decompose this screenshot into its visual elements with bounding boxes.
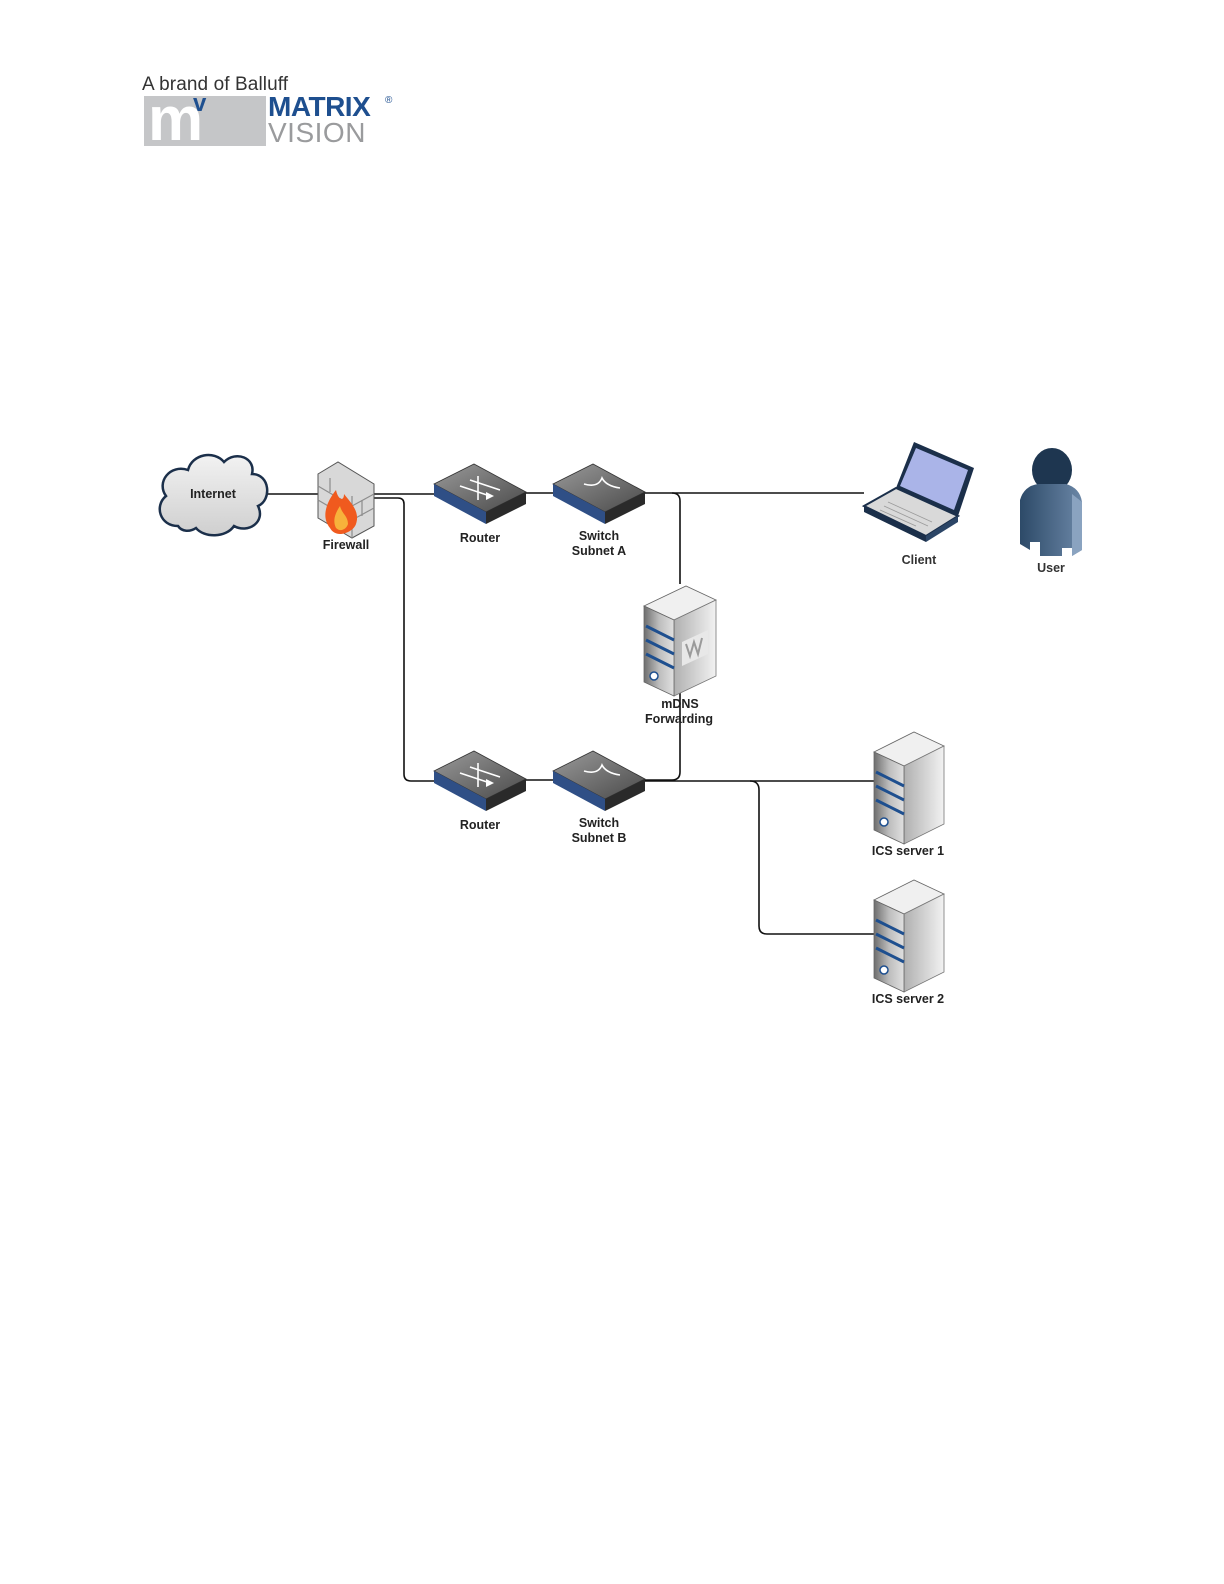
switch-b-label-line2: Subnet B	[572, 831, 627, 845]
internet-cloud-icon: Internet	[160, 455, 267, 535]
user-label: User	[1037, 561, 1065, 575]
ics-server-2-label: ICS server 2	[872, 992, 944, 1006]
link-switch-a-mdns	[672, 493, 680, 584]
ics-server-1-label: ICS server 1	[872, 844, 944, 858]
client-label: Client	[902, 553, 938, 567]
link-switch-b-ics-2	[750, 781, 874, 934]
ics-server-1-icon: ICS server 1	[872, 732, 944, 858]
firewall-label: Firewall	[323, 538, 370, 552]
ics-server-2-icon: ICS server 2	[872, 880, 944, 1006]
mdns-server-icon: mDNS Forwarding	[644, 586, 716, 726]
user-icon: User	[1020, 448, 1082, 575]
switch-a-label-line2: Subnet A	[572, 544, 626, 558]
router-b-icon: Router	[434, 751, 526, 832]
router-a-label: Router	[460, 531, 500, 545]
internet-label: Internet	[190, 487, 237, 501]
switch-b-label-line1: Switch	[579, 816, 619, 830]
link-firewall-router-b	[374, 498, 436, 781]
switch-a-icon: Switch Subnet A	[553, 464, 645, 558]
switch-b-icon: Switch Subnet B	[553, 751, 645, 845]
switch-a-label-line1: Switch	[579, 529, 619, 543]
firewall-icon: Firewall	[318, 462, 374, 552]
laptop-icon: Client	[864, 442, 974, 567]
connection-lines	[267, 493, 874, 934]
mdns-label-line1: mDNS	[661, 697, 699, 711]
router-b-label: Router	[460, 818, 500, 832]
mdns-label-line2: Forwarding	[645, 712, 713, 726]
router-a-icon: Router	[434, 464, 526, 545]
